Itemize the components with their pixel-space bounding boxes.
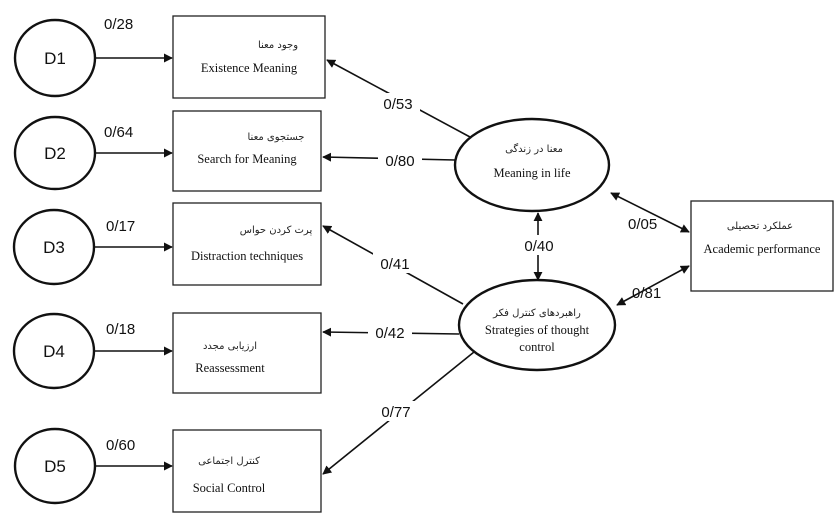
indicator-fa-label: وجود معنا — [258, 40, 298, 51]
coef-reassessment: 0/42 — [375, 325, 404, 342]
disturbance-d1: D1 — [13, 18, 97, 98]
indicator-existence-meaning: وجود معنا Existence Meaning — [172, 15, 326, 99]
coef-search: 0/80 — [385, 153, 414, 170]
coef-d2: 0/64 — [104, 124, 133, 141]
disturbance-d2: D2 — [13, 115, 97, 191]
latent-en-label: Meaning in life — [493, 166, 571, 180]
indicator-en-label: Distraction techniques — [191, 249, 303, 263]
latent-en-label-line1: Strategies of thought — [485, 323, 590, 337]
indicator-box — [172, 312, 322, 394]
indicator-distraction-techniques: پرت کردن حواس Distraction techniques — [172, 202, 322, 286]
indicator-en-label: Existence Meaning — [201, 61, 298, 75]
latent-fa-label: راهبردهای کنترل فکر — [492, 308, 581, 319]
coef-existence-group: 0/53 — [376, 93, 420, 113]
coef-d1: 0/28 — [104, 16, 133, 33]
disturbance-d3: D3 — [12, 208, 96, 286]
coef-d5: 0/60 — [106, 437, 135, 454]
indicator-box — [172, 429, 322, 513]
disturbance-label: D1 — [44, 49, 66, 68]
coef-backing — [368, 322, 412, 342]
latent-fa-label: معنا در زندگی — [505, 143, 563, 155]
coef-distraction: 0/41 — [380, 256, 409, 273]
outcome-en-label: Academic performance — [704, 242, 821, 256]
coef-social-group: 0/77 — [374, 401, 418, 421]
coef-latent-correlation: 0/40 — [524, 238, 553, 255]
coef-social: 0/77 — [381, 404, 410, 421]
coef-strategies-to-academic: 0/81 — [632, 285, 661, 302]
indicator-reassessment: ارزیابی مجدد Reassessment — [172, 312, 322, 394]
outcome-academic-performance: عملکرد تحصیلی Academic performance — [690, 200, 834, 292]
coef-d3: 0/17 — [106, 218, 135, 235]
indicator-fa-label: پرت کردن حواس — [240, 225, 313, 236]
indicator-search-for-meaning: جستجوی معنا Search for Meaning — [172, 110, 322, 192]
disturbance-label: D5 — [44, 457, 66, 476]
coef-backing — [373, 253, 417, 273]
indicator-fa-label: ارزیابی مجدد — [203, 341, 257, 352]
coef-d4: 0/18 — [106, 321, 135, 338]
coef-latent-correlation-group: 0/40 — [517, 235, 561, 255]
disturbance-d5: D5 — [13, 427, 97, 505]
coef-existence: 0/53 — [383, 96, 412, 113]
outcome-fa-label: عملکرد تحصیلی — [727, 221, 793, 232]
coef-backing — [517, 235, 561, 255]
path-strategies-to-academic — [616, 265, 690, 306]
indicator-en-label: Social Control — [193, 481, 266, 495]
disturbance-label: D3 — [43, 238, 65, 257]
path-meaning-to-academic — [610, 192, 690, 233]
disturbance-label: D4 — [43, 342, 65, 361]
latent-en-label-line2: control — [519, 340, 555, 354]
indicator-box — [172, 202, 322, 286]
coef-search-group: 0/80 — [378, 150, 422, 170]
coef-distraction-group: 0/41 — [373, 253, 417, 273]
latent-ellipse — [453, 117, 611, 213]
indicator-box — [172, 15, 326, 99]
coef-backing — [376, 93, 420, 113]
indicator-fa-label: کنترل اجتماعی — [198, 456, 260, 467]
outcome-box — [690, 200, 834, 292]
indicator-box — [172, 110, 322, 192]
coef-backing — [374, 401, 418, 421]
indicator-en-label: Search for Meaning — [197, 152, 297, 166]
latent-meaning-in-life: معنا در زندگی Meaning in life — [453, 117, 611, 213]
coef-backing — [378, 150, 422, 170]
indicator-fa-label: جستجوی معنا — [248, 132, 305, 143]
coef-meaning-to-academic: 0/05 — [628, 216, 657, 233]
coef-reassessment-group: 0/42 — [368, 322, 412, 342]
indicator-en-label: Reassessment — [195, 361, 265, 375]
disturbance-label: D2 — [44, 144, 66, 163]
indicator-social-control: کنترل اجتماعی Social Control — [172, 429, 322, 513]
disturbance-d4: D4 — [12, 312, 96, 390]
latent-strategies-of-thought-control: راهبردهای کنترل فکر Strategies of though… — [457, 278, 617, 372]
